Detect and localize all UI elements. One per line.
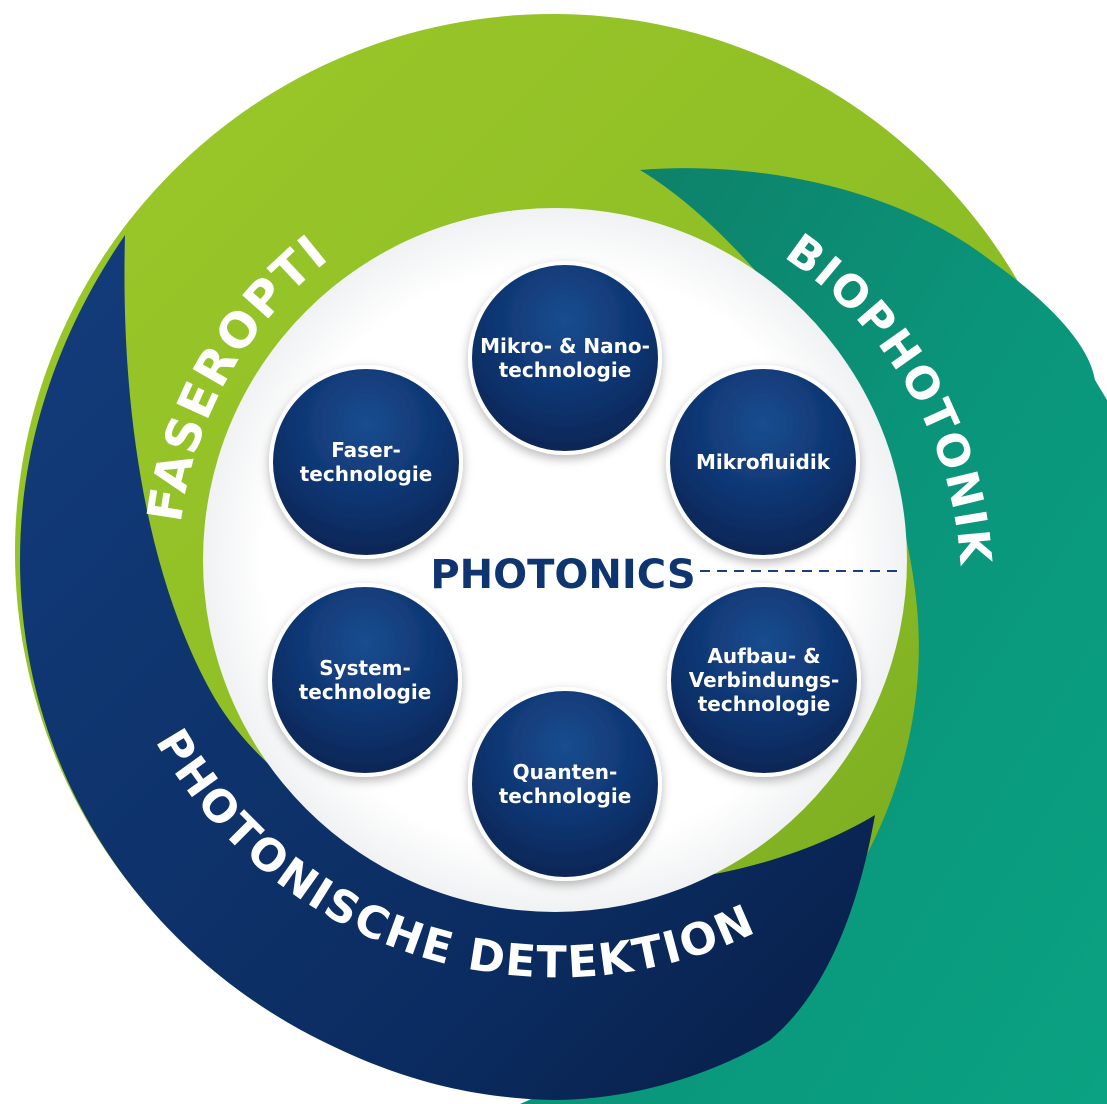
- bubble-quanten: Quanten-technologie: [468, 687, 662, 881]
- bubble-label: technologie: [499, 358, 632, 382]
- bubble-label: Aufbau- &: [707, 644, 820, 668]
- bubble-label: Mikrofluidik: [696, 450, 831, 474]
- bubble-circle: [468, 687, 662, 881]
- bubble-aufbau: Aufbau- &Verbindungs-technologie: [667, 583, 861, 777]
- bubble-circle: [666, 365, 860, 559]
- technology-bubbles: Mikro- & Nano-technologieMikrofluidikAuf…: [268, 261, 861, 881]
- bubble-label: Faser-: [331, 438, 401, 462]
- bubble-label: Verbindungs-: [689, 668, 840, 692]
- bubble-faser: Faser-technologie: [269, 365, 463, 559]
- bubble-system: System-technologie: [268, 583, 462, 777]
- bubble-circle: [268, 583, 462, 777]
- bubble-label: System-: [319, 656, 411, 680]
- bubble-label: technologie: [698, 692, 831, 716]
- bubble-label: technologie: [299, 680, 432, 704]
- bubble-label: Mikro- & Nano-: [480, 334, 650, 358]
- bubble-mikrofluidik: Mikrofluidik: [666, 365, 860, 559]
- bubble-circle: [269, 365, 463, 559]
- ring-teal-biophotonik: [520, 168, 1107, 1104]
- bubble-label: Quanten-: [513, 760, 618, 784]
- bubble-label: technologie: [499, 784, 632, 808]
- bubble-mikro-nano: Mikro- & Nano-technologie: [468, 261, 662, 455]
- bubble-circle: [667, 583, 861, 777]
- center-title-photonics: PHOTONICS: [430, 552, 695, 598]
- bubble-label: technologie: [300, 462, 433, 486]
- bubble-circle: [468, 261, 662, 455]
